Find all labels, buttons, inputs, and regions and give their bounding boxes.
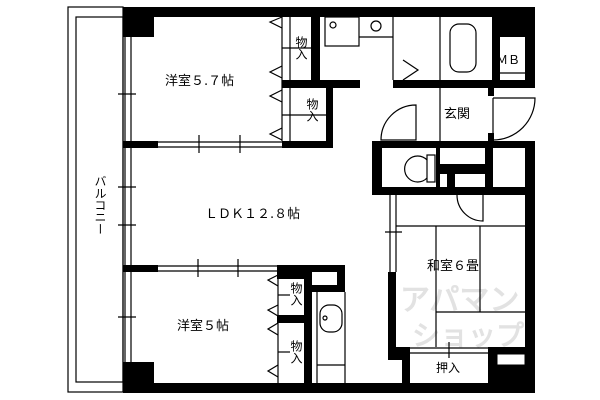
western-room-a-label: 洋室５.７帖 [165,73,234,89]
closet-label: 物入 [289,282,303,306]
ldk-label: ＬＤＫ１２.８帖 [205,207,300,222]
japanese-room-label: 和室６畳 [427,258,479,274]
balcony-label: バルコニー [93,175,107,235]
room-labels: 洋室５.７帖 ＬＤＫ１２.８帖 洋室５帖 和室６畳 玄関 押入 バルコニー 物入… [93,36,479,375]
closet-label: 物入 [294,36,308,60]
watermark-line2: ショップ [412,319,525,352]
watermark-line1: アパマン [400,283,519,318]
closet-label: 物入 [305,98,319,122]
balcony [67,6,124,393]
meter-box-label: ＭＢ [496,53,520,67]
walls: ＭＢ [118,7,536,393]
closet-label: 物入 [289,340,303,364]
western-room-b-label: 洋室５帖 [177,318,229,334]
entrance-label: 玄関 [444,107,470,122]
oshiire-label: 押入 [436,361,460,375]
watermark-logo: アパマン ショップ [400,283,525,352]
